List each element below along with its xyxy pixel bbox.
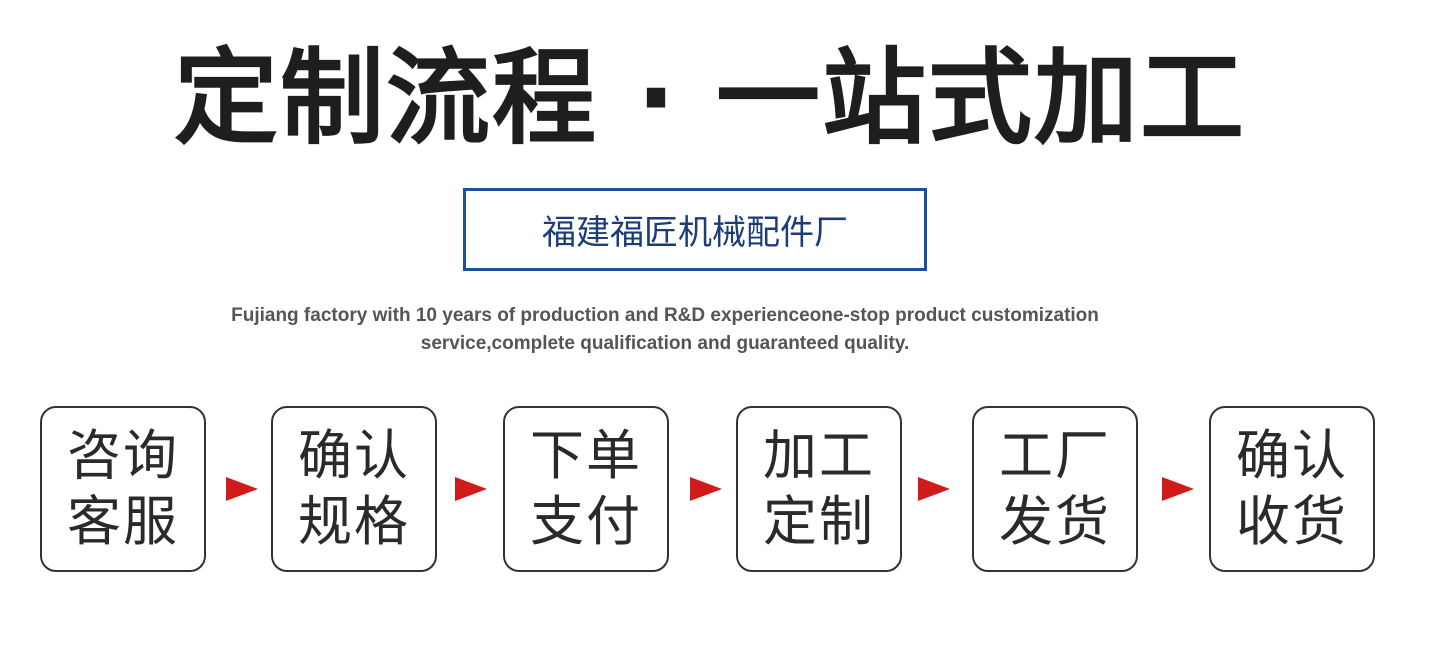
arrow-right-icon	[690, 477, 722, 501]
arrow-right-icon	[226, 477, 258, 501]
step-label: 支付	[530, 490, 642, 553]
description-line-2: service,complete qualification and guara…	[420, 333, 910, 354]
step-shipping: 工厂 发货	[972, 406, 1138, 572]
step-label: 规格	[298, 490, 410, 553]
step-confirm-spec: 确认 规格	[271, 406, 437, 572]
arrow-right-icon	[1162, 477, 1194, 501]
description-line-1: Fujiang factory with 10 years of product…	[231, 305, 1099, 326]
page-title: 定制流程 · 一站式加工	[174, 37, 1246, 159]
step-label: 加工	[763, 424, 875, 487]
step-label: 收货	[1236, 490, 1348, 553]
company-name: 福建福匠机械配件厂	[542, 213, 848, 253]
step-label: 发货	[999, 490, 1111, 553]
step-label: 工厂	[999, 424, 1111, 487]
step-label: 定制	[763, 490, 875, 553]
step-consult: 咨询 客服	[40, 406, 206, 572]
company-name-box: 福建福匠机械配件厂	[463, 188, 927, 271]
step-order-pay: 下单 支付	[503, 406, 669, 572]
step-label: 确认	[298, 424, 410, 487]
arrow-right-icon	[455, 477, 487, 501]
step-label: 客服	[67, 490, 179, 553]
step-label: 确认	[1236, 424, 1348, 487]
step-label: 咨询	[67, 424, 179, 487]
step-receive: 确认 收货	[1209, 406, 1375, 572]
arrow-right-icon	[918, 477, 950, 501]
step-label: 下单	[530, 424, 642, 487]
step-processing: 加工 定制	[736, 406, 902, 572]
